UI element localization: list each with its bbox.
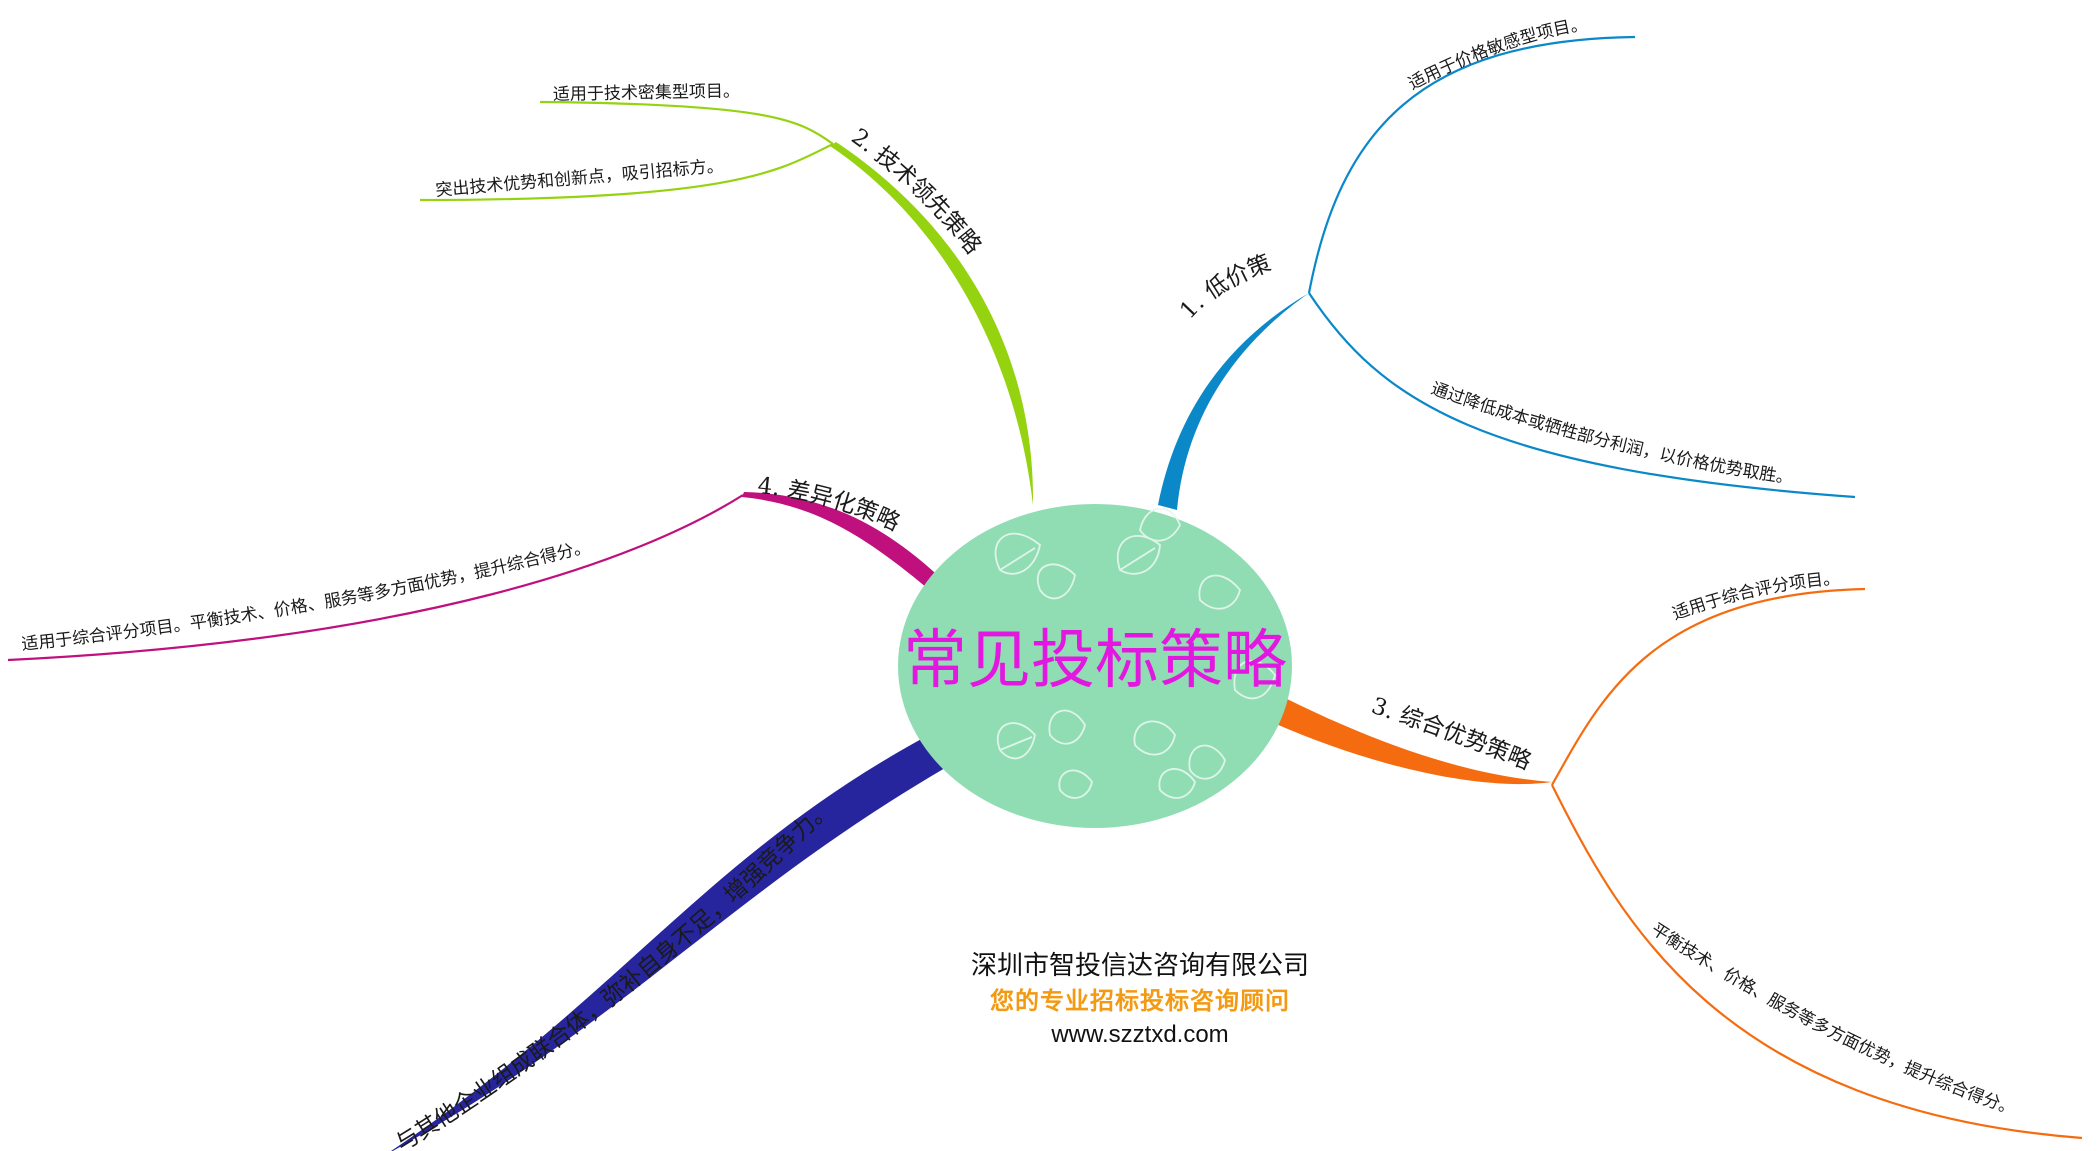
branch-low-price: 1. 低价策略 适用于价格敏感型项目。 通过降低成本或牺牲部分利润，以价格优势取… <box>0 0 1856 510</box>
leaf-low-price-2: 通过降低成本或牺牲部分利润，以价格优势取胜。 <box>1428 379 1794 489</box>
branch-low-price-connector-1 <box>1307 35 1636 294</box>
branch-differentiation-stem <box>742 492 945 597</box>
footer-slogan: 您的专业招标投标咨询顾问 <box>990 987 1290 1015</box>
branch-tech-leading: 2. 技术领先策略 适用于技术密集型项目。 突出技术优势和创新点，吸引招标方。 <box>419 81 1034 505</box>
center-ellipse <box>898 504 1292 828</box>
branch-tech-leading-connector-2 <box>419 143 834 202</box>
branch-consortium-stem <box>390 737 945 1151</box>
leaf-tech-leading-2: 突出技术优势和创新点，吸引招标方。 <box>435 156 725 201</box>
branch-tech-leading-stem <box>830 142 1034 505</box>
branch-consortium: 与其他企业组成联合体，弥补自身不足，增强竞争力。 <box>390 737 945 1151</box>
branch-low-price-label: 1. 低价策略 <box>0 0 1275 324</box>
branch-differentiation: 4. 差异化策略 适用于综合评分项目。平衡技术、价格、服务等多方面优势，提升综合… <box>7 473 945 662</box>
branch-consortium-label: 与其他企业组成联合体，弥补自身不足，增强竞争力。 <box>391 795 837 1151</box>
branch-comprehensive-connector-2 <box>1551 784 2083 1140</box>
branch-low-price-stem <box>1158 293 1309 510</box>
leaf-low-price-1: 适用于价格敏感型项目。 <box>1405 14 1589 94</box>
branch-comprehensive-stem <box>1276 698 1552 785</box>
footer-company: 深圳市智投信达咨询有限公司 <box>970 951 1309 981</box>
leaf-differentiation-1: 适用于综合评分项目。平衡技术、价格、服务等多方面优势，提升综合得分。 <box>20 537 592 655</box>
branch-comprehensive: 3. 综合优势策略 适用于综合评分项目。 平衡技术、价格、服务等多方面优势，提升… <box>1276 569 2083 1140</box>
center-node: 常见投标策略 <box>898 504 1292 828</box>
leaf-decoration <box>994 507 1276 799</box>
center-title: 常见投标策略 <box>903 624 1287 698</box>
branch-tech-leading-label: 2. 技术领先策略 <box>847 124 986 259</box>
branch-tech-leading-connector-1 <box>539 100 834 145</box>
leaf-tech-leading-1: 适用于技术密集型项目。 <box>553 81 740 105</box>
branch-low-price-connector-2 <box>1308 292 1856 499</box>
leaf-comprehensive-2: 平衡技术、价格、服务等多方面优势，提升综合得分。 <box>1647 919 2018 1119</box>
footer-url: www.szztxd.com <box>1051 1021 1229 1048</box>
branch-differentiation-label: 4. 差异化策略 <box>756 473 903 536</box>
leaf-comprehensive-1: 适用于综合评分项目。 <box>1670 569 1841 625</box>
branch-comprehensive-connector-1 <box>1551 587 1866 786</box>
branch-differentiation-connector <box>7 494 744 662</box>
footer: 深圳市智投信达咨询有限公司 您的专业招标投标咨询顾问 www.szztxd.co… <box>880 948 1400 1052</box>
